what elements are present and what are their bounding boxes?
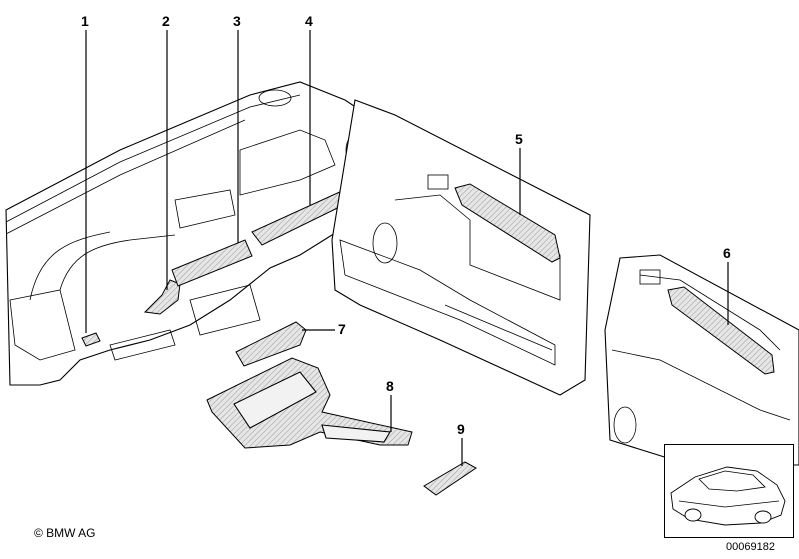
car-outline-icon <box>670 466 786 526</box>
front-door-panel <box>331 99 591 396</box>
part-8-console-trim <box>206 357 413 449</box>
callout-8: 8 <box>386 378 394 394</box>
callout-2: 2 <box>162 13 170 29</box>
callout-4: 4 <box>305 13 313 29</box>
callout-9: 9 <box>457 421 465 437</box>
callout-6: 6 <box>723 245 731 261</box>
part-3-trim <box>171 239 253 287</box>
part-6-rear-trim <box>667 286 775 375</box>
callout-5: 5 <box>515 131 523 147</box>
callout-3: 3 <box>233 13 241 29</box>
copyright-text: © BMW AG <box>34 526 96 540</box>
callout-1: 1 <box>81 13 89 29</box>
vehicle-thumbnail <box>664 444 794 538</box>
part-9-trim <box>423 461 477 496</box>
diagram-reference-number: 00069182 <box>726 541 775 553</box>
callout-7: 7 <box>338 321 346 337</box>
part-5-door-trim <box>454 183 561 263</box>
part-1-trim-strip <box>81 332 101 347</box>
dashboard <box>5 81 391 386</box>
part-7-trim <box>235 321 307 367</box>
